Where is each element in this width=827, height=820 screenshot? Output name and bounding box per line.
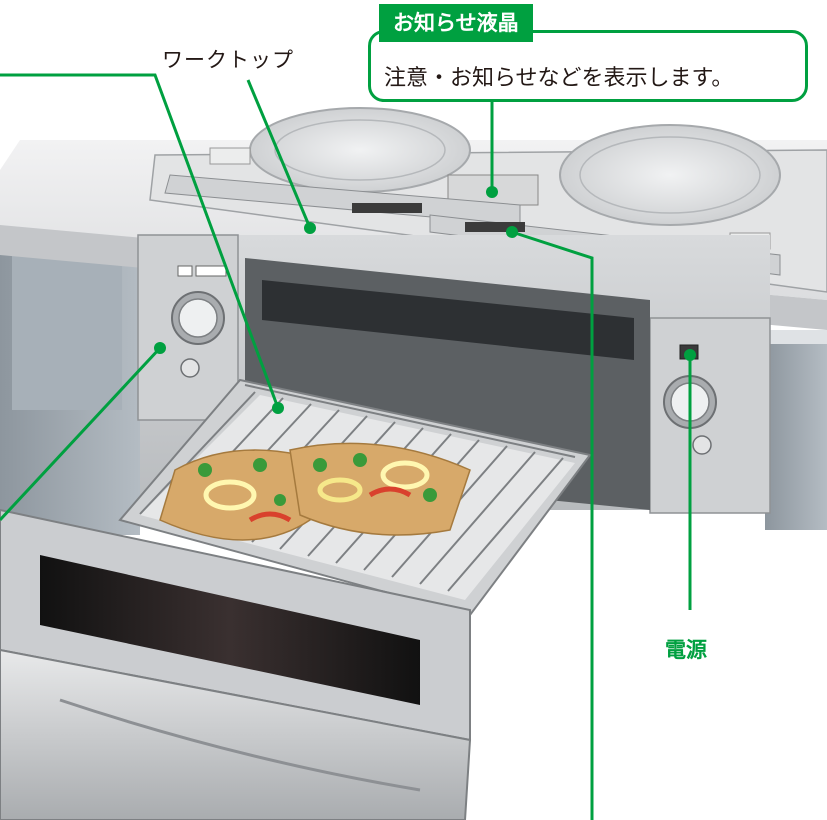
worktop-label: ワークトップ xyxy=(162,48,294,72)
leader-left-panel xyxy=(0,346,162,522)
dot-notice-display xyxy=(486,186,498,198)
left-control-panel xyxy=(171,265,227,378)
notice-display-title: お知らせ液晶 xyxy=(379,4,533,42)
leader-control-panel xyxy=(511,230,594,820)
leader-worktop xyxy=(246,79,312,229)
fish-fillets xyxy=(159,442,471,541)
notice-display-callout xyxy=(368,30,808,102)
grill-tray xyxy=(118,378,592,617)
leader-grill-rack xyxy=(0,73,280,409)
leader-dots xyxy=(154,186,696,414)
dot-left-panel xyxy=(154,342,166,354)
grill-drawer-front xyxy=(0,508,472,820)
dot-control-panel xyxy=(506,226,518,238)
dot-power xyxy=(684,349,696,361)
dot-worktop xyxy=(304,222,316,234)
right-cabinet xyxy=(765,330,827,530)
notice-display-description: 注意・お知らせなどを表示します。 xyxy=(384,66,734,91)
left-cabinet xyxy=(0,225,140,535)
dot-grill-rack xyxy=(272,402,284,414)
leader-lines xyxy=(0,73,692,820)
power-label: 電源 xyxy=(665,638,707,662)
